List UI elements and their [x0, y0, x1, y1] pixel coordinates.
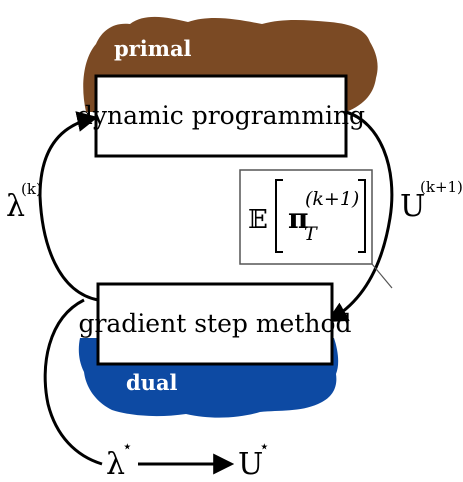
lambda-k-superscript: (k): [21, 180, 42, 198]
u-k1-superscript: (k+1): [420, 178, 463, 196]
lambda-star-label: λ: [106, 447, 125, 482]
lambda-star-superscript: ⋆: [122, 437, 133, 457]
lambda-k-label: λ: [6, 189, 25, 224]
expectation-connector: [371, 263, 393, 289]
dual-label: dual: [126, 370, 178, 395]
u-star-superscript: ⋆: [259, 437, 270, 457]
arrow-primal-to-dual: [326, 110, 394, 323]
dynamic-programming-box: [94, 74, 348, 158]
pi-symbol: π: [288, 202, 309, 235]
gradient-step-box: [96, 282, 334, 366]
u-star-label: U: [238, 447, 263, 482]
right-bracket: [358, 179, 366, 253]
expectation-operator: 𝔼: [248, 205, 268, 235]
pi-subscript: T: [304, 223, 318, 245]
dynamic-programming-label: dynamic programming: [77, 101, 365, 130]
pi-superscript: (k+1): [305, 188, 359, 210]
arrow-dual-to-primal: [38, 111, 99, 302]
u-k1-label: U: [400, 189, 425, 224]
primal-label: primal: [114, 36, 192, 61]
arrow-dual-to-lambda-star: [43, 298, 103, 466]
gradient-step-label: gradient step method: [78, 309, 351, 338]
expectation-box: [239, 169, 373, 265]
left-bracket: [275, 179, 283, 253]
